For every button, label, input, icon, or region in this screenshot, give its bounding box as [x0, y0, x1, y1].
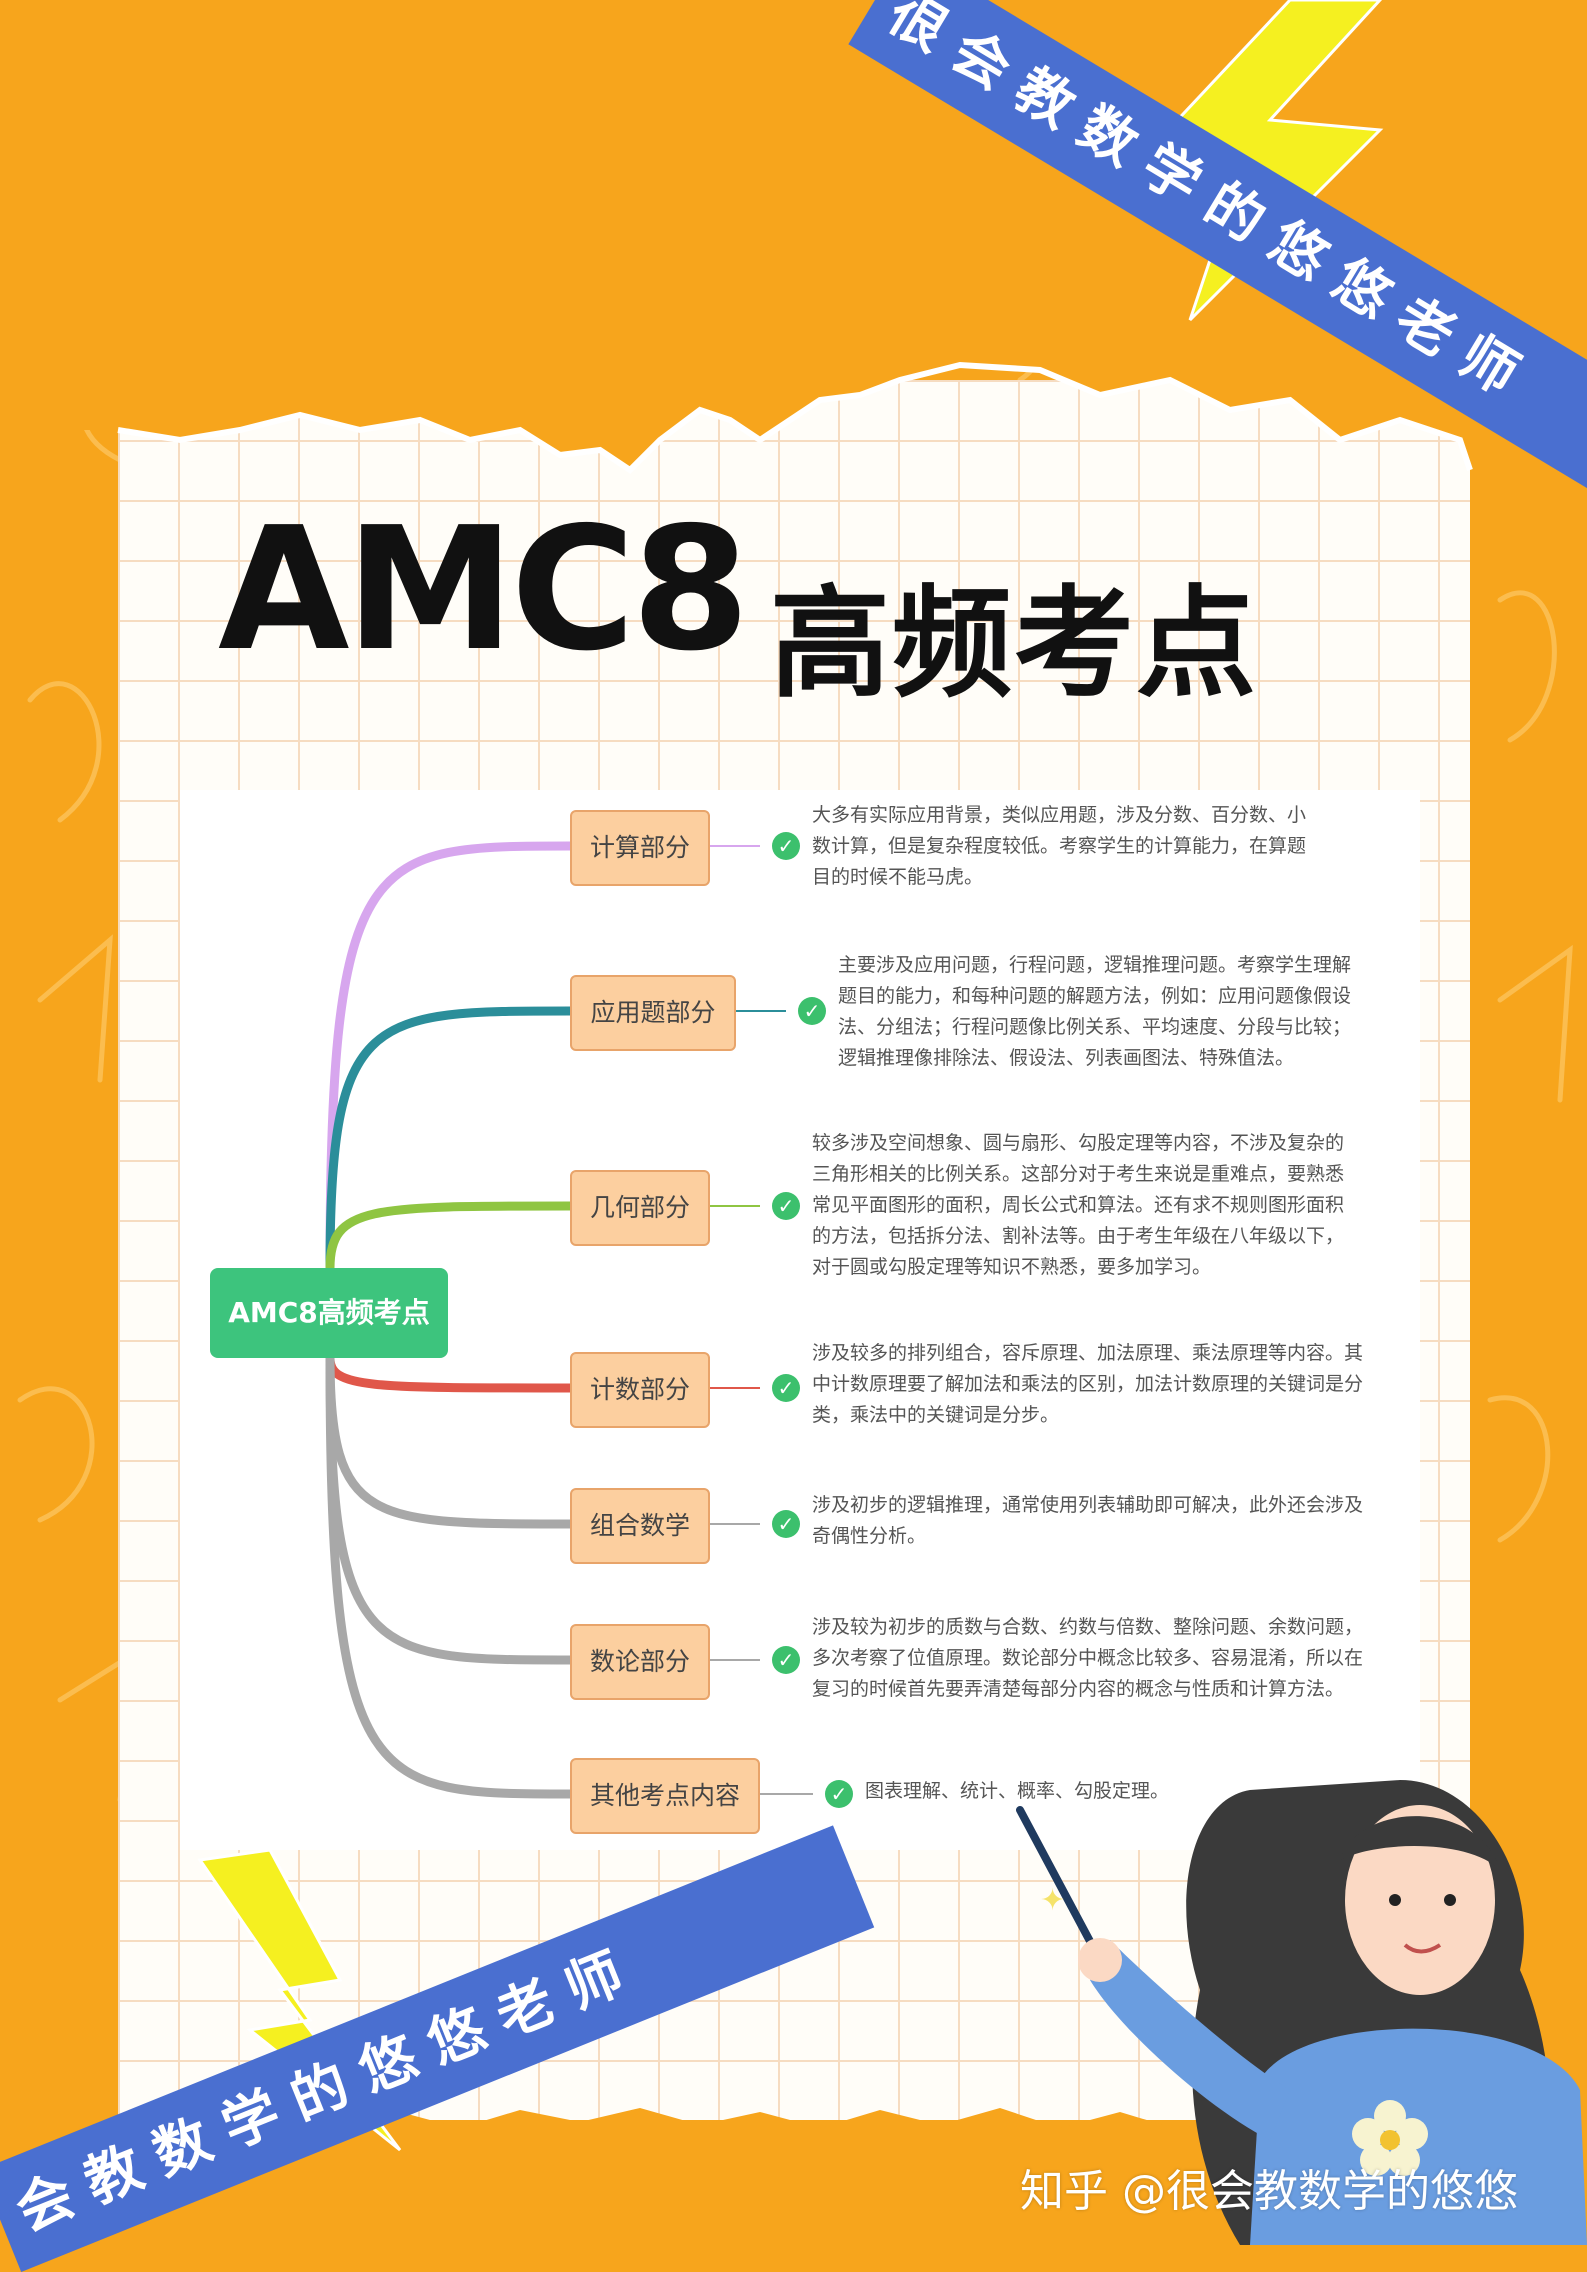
check-icon: ✓ — [772, 832, 800, 860]
description-line: 目的时候不能马虎。 — [812, 866, 984, 888]
svg-text:✦: ✦ — [1040, 1883, 1065, 1918]
description-line: 常见平面图形的面积，周长公式和算法。还有求不规则图形面积 — [812, 1194, 1345, 1216]
branch-description: 较多涉及空间想象、圆与扇形、勾股定理等内容，不涉及复杂的三角形相关的比例关系。这… — [812, 1128, 1344, 1283]
branch-description: 图表理解、统计、概率、勾股定理。 — [865, 1776, 1169, 1807]
description-line: 大多有实际应用背景，类似应用题，涉及分数、百分数、小 — [812, 804, 1307, 826]
branch-description: 大多有实际应用背景，类似应用题，涉及分数、百分数、小数计算，但是复杂程度较低。考… — [812, 800, 1306, 893]
title-subtitle: 高频考点 — [770, 575, 1258, 714]
description-line: 复习的时候首先要弄清楚每部分内容的概念与性质和计算方法。 — [812, 1678, 1345, 1700]
check-icon: ✓ — [825, 1780, 853, 1808]
branch-4: 计数部分 — [570, 1352, 710, 1428]
branch-7: 其他考点内容 — [570, 1758, 760, 1834]
description-line: 主要涉及应用问题，行程问题，逻辑推理问题。考察学生理解 — [838, 954, 1352, 976]
description-line: 涉及较为初步的质数与合数、约数与倍数、整除问题、余数问题， — [812, 1616, 1364, 1638]
description-line: 奇偶性分析。 — [812, 1525, 927, 1547]
branch-description: 主要涉及应用问题，行程问题，逻辑推理问题。考察学生理解题目的能力，和每种问题的解… — [838, 950, 1351, 1074]
branch-description: 涉及较为初步的质数与合数、约数与倍数、整除问题、余数问题， 多次考察了位值原理。数… — [812, 1612, 1363, 1705]
description-line: 多次考察了位值原理。数论部分中概念比较多、容易混淆，所以在 — [812, 1647, 1364, 1669]
description-line: 的方法，包括拆分法、割补法等。由于考生年级在八年级以下， — [812, 1225, 1345, 1247]
description-line: 题目的能力，和每种问题的解题方法，例如：应用问题像假设 — [838, 985, 1352, 1007]
description-line: 逻辑推理像排除法、假设法、列表画图法、特殊值法。 — [838, 1047, 1295, 1069]
description-line: 较多涉及空间想象、圆与扇形、勾股定理等内容，不涉及复杂的 — [812, 1132, 1345, 1154]
check-icon: ✓ — [772, 1192, 800, 1220]
check-icon: ✓ — [772, 1646, 800, 1674]
branch-5: 组合数学 — [570, 1488, 710, 1564]
mindmap-root: AMC8高频考点 — [210, 1268, 448, 1358]
description-line: 对于圆或勾股定理等知识不熟悉，要多加学习。 — [812, 1256, 1212, 1278]
check-icon: ✓ — [798, 997, 826, 1025]
title-amc8: AMC8 — [218, 491, 750, 689]
description-line: 法、分组法；行程问题像比例关系、平均速度、分段与比较； — [838, 1016, 1352, 1038]
description-line: 中计数原理要了解加法和乘法的区别，加法计数原理的关键词是分 — [812, 1373, 1364, 1395]
description-line: 数计算，但是复杂程度较低。考察学生的计算能力，在算题 — [812, 835, 1307, 857]
description-line: 涉及初步的逻辑推理，通常使用列表辅助即可解决，此外还会涉及 — [812, 1494, 1364, 1516]
description-line: 图表理解、统计、概率、勾股定理。 — [865, 1780, 1170, 1802]
description-line: 三角形相关的比例关系。这部分对于考生来说是重难点，要熟悉 — [812, 1163, 1345, 1185]
teacher-illustration: ✦ — [1016, 1780, 1587, 2245]
description-line: 涉及较多的排列组合，容斥原理、加法原理、乘法原理等内容。其 — [812, 1342, 1364, 1364]
branch-6: 数论部分 — [570, 1624, 710, 1700]
check-icon: ✓ — [772, 1374, 800, 1402]
description-line: 类，乘法中的关键词是分步。 — [812, 1404, 1060, 1426]
branch-3: 几何部分 — [570, 1170, 710, 1246]
check-icon: ✓ — [772, 1510, 800, 1538]
branch-description: 涉及初步的逻辑推理，通常使用列表辅助即可解决，此外还会涉及奇偶性分析。 — [812, 1490, 1363, 1552]
zhihu-watermark: 知乎 @很会教数学的悠悠 — [1020, 2166, 1518, 2217]
branch-description: 涉及较多的排列组合，容斥原理、加法原理、乘法原理等内容。其中计数原理要了解加法和… — [812, 1338, 1363, 1431]
branch-2: 应用题部分 — [570, 975, 736, 1051]
branch-1: 计算部分 — [570, 810, 710, 886]
